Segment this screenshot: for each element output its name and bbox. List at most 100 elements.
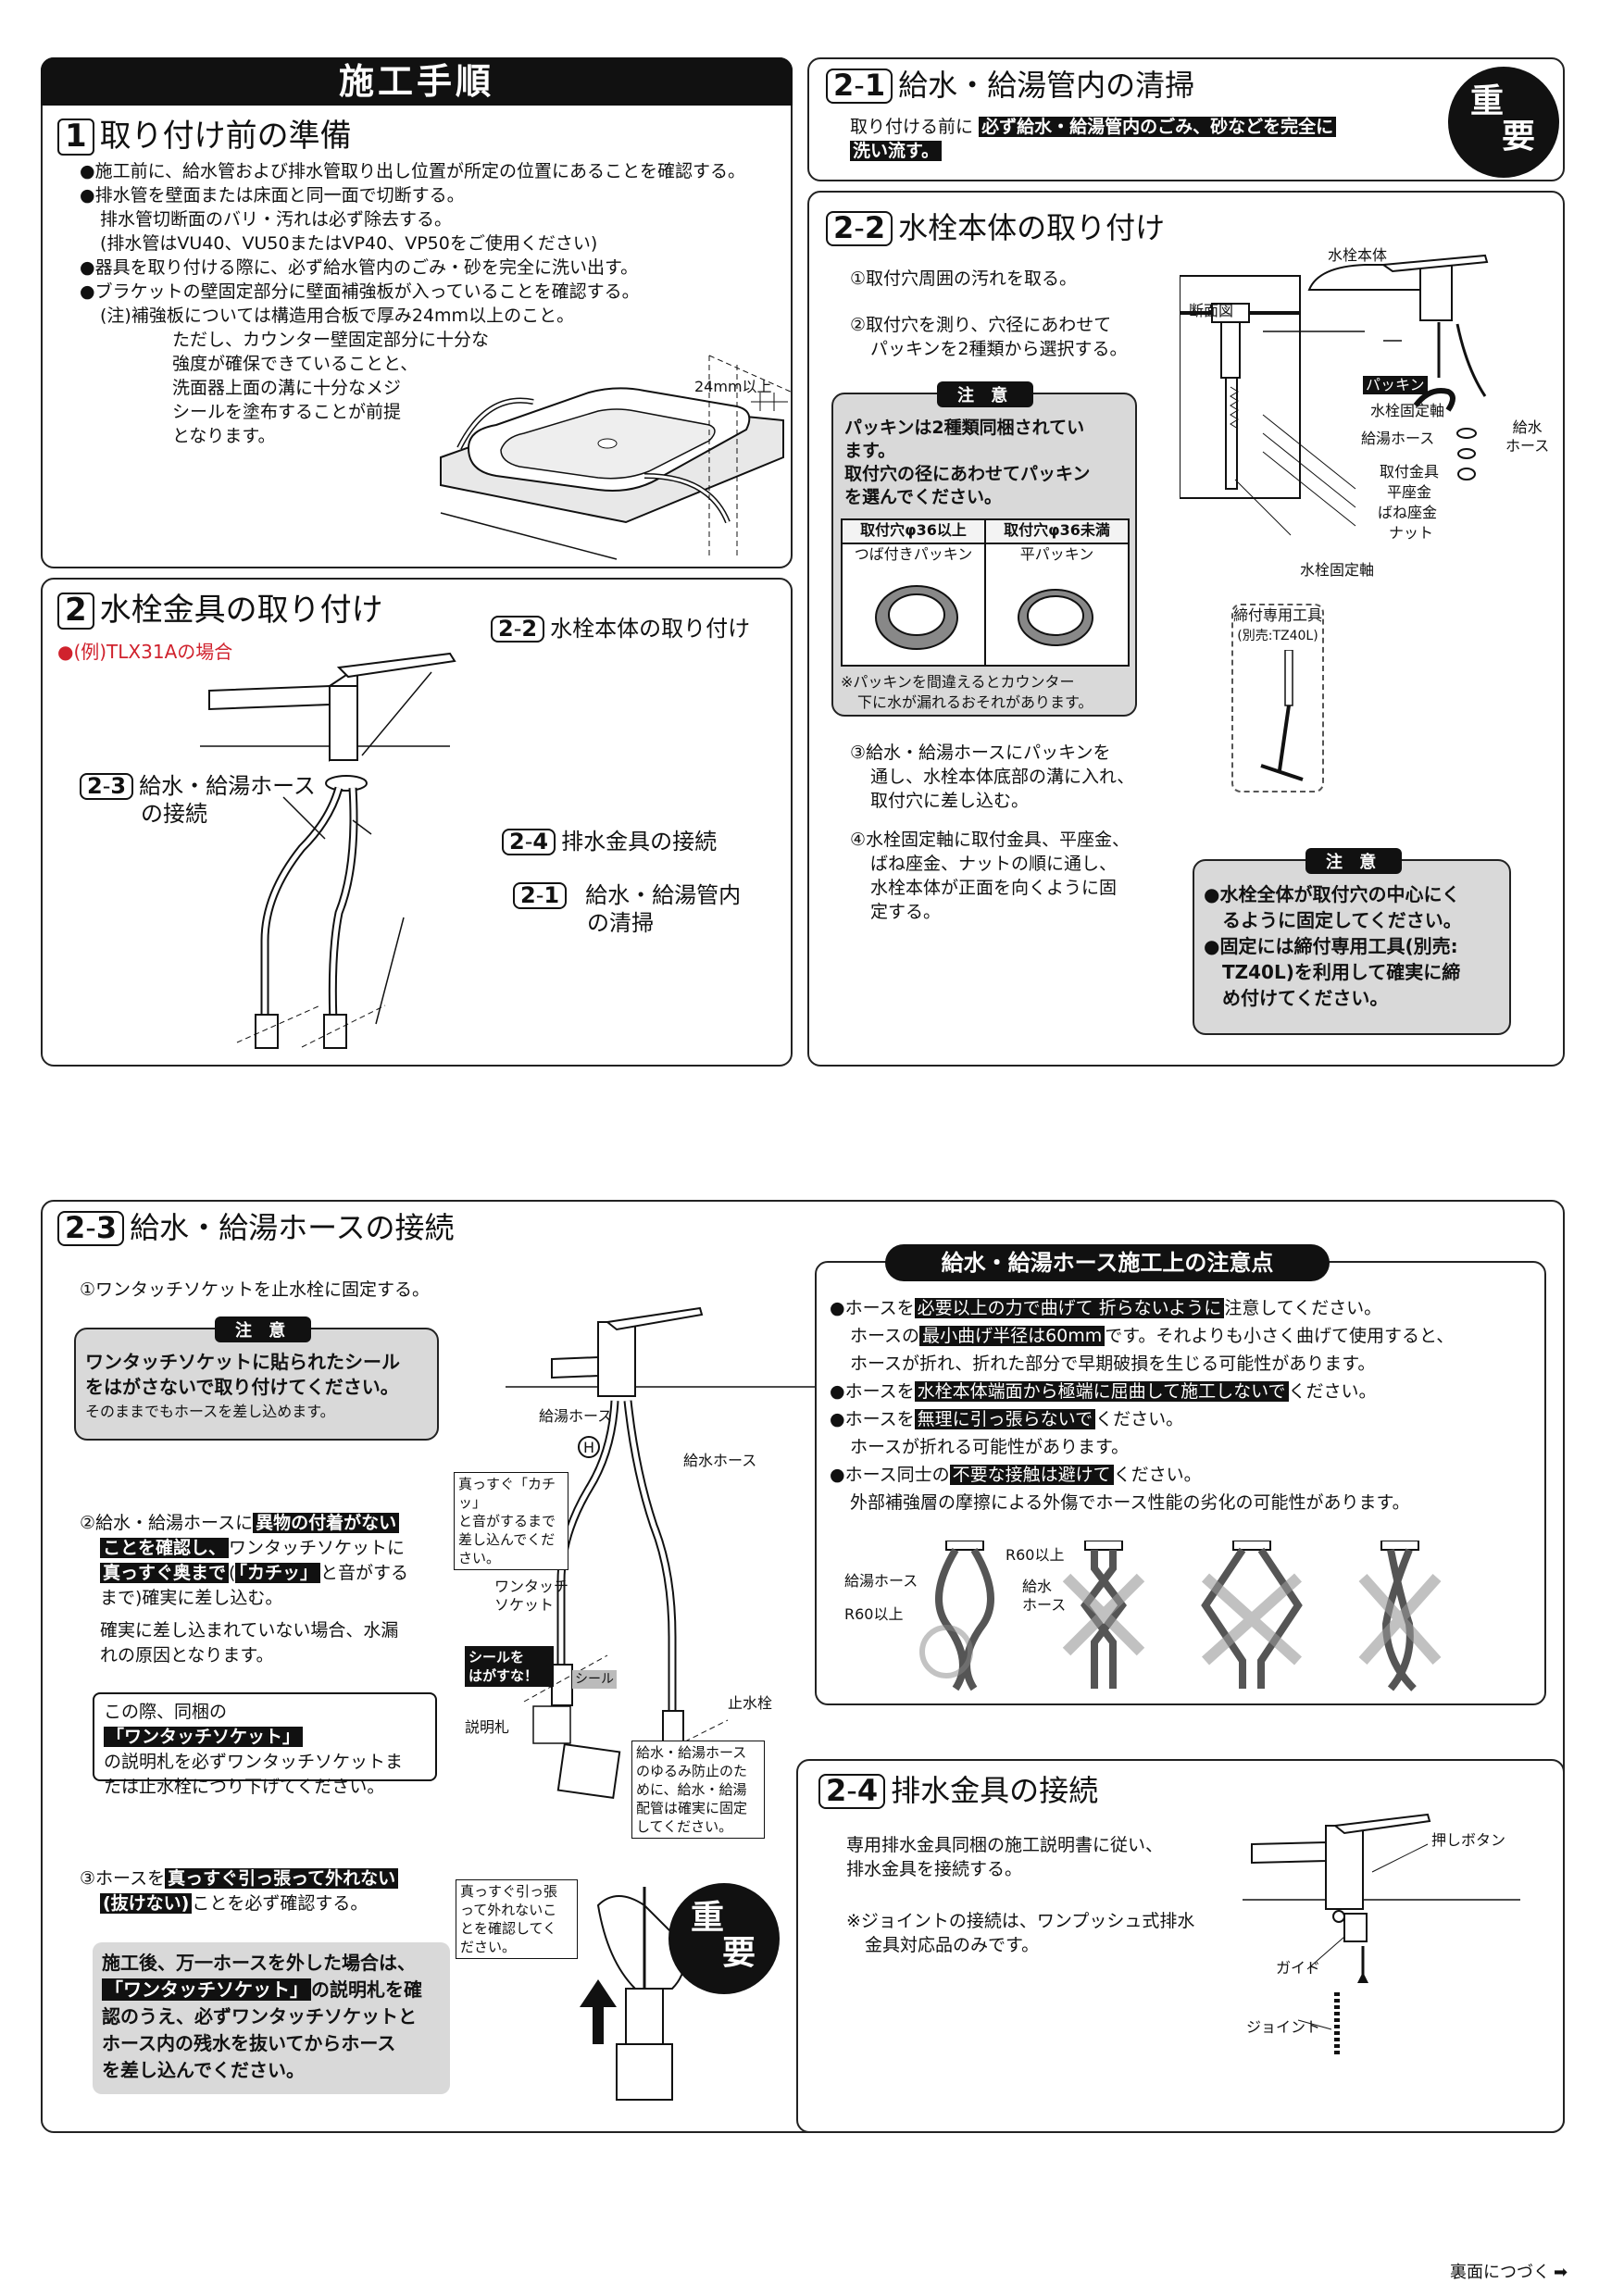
section-2-3-title: 給水・給湯ホースの接続 <box>130 1210 455 1245</box>
tool-label-1: 締付専用工具 <box>1233 606 1323 624</box>
lbl-23-hot-hose: 給湯ホース <box>539 1407 613 1425</box>
lbl-23-hot-mark: H <box>583 1439 595 1456</box>
faucet-overview-illustration <box>200 652 456 1049</box>
lbl-faucet-axis-2: 水栓固定軸 <box>1300 561 1375 579</box>
section-1-number: 1 <box>57 119 94 156</box>
lbl-bracket: 取付金具 <box>1380 463 1440 480</box>
ref-2-4-text: 排水金具の接続 <box>561 829 718 855</box>
s24-text: 専用排水金具同梱の施工説明書に従い、 排水金具を接続する。 <box>846 1835 1164 1879</box>
s1-bullet-11: となります。 <box>172 426 276 446</box>
bend-ng-illustration-3 <box>1358 1541 1442 1691</box>
lbl-packing: パッキン <box>1363 376 1428 394</box>
s1-bullet-9: 洗面器上面の溝に十分なメジ <box>172 378 402 398</box>
notes-lbl-r60-1: R60以上 <box>1006 1546 1065 1564</box>
s23-step-2: ②給水・給湯ホースに異物の付着がない ことを確認し、ワンタッチソケットに 真っす… <box>80 1513 408 1666</box>
flat-packing-icon <box>1018 589 1093 646</box>
notes-lbl-r60-2: R60以上 <box>844 1605 904 1623</box>
s23-grey-warning: 施工後、万一ホースを外した場合は、 「ワンタッチソケット」の説明札を確 認のうえ… <box>93 1942 450 2094</box>
packing-table: 取付穴φ36以上 取付穴φ36未満 つば付きパッキン 平パッキン <box>841 518 1130 667</box>
cross-section-illustration <box>1180 254 1489 536</box>
packing-table-header-2: 取付穴φ36未満 <box>986 520 1128 544</box>
s1-bullet-10: シールを塗布することが前提 <box>172 402 402 422</box>
s1-dim-label: 24mm以上 <box>694 378 772 395</box>
lbl-faucet-body: 水栓本体 <box>1328 246 1388 264</box>
lbl-flat-washer: 平座金 <box>1387 483 1432 501</box>
lbl-23-seal-warning: シールを はがすな！ <box>465 1646 554 1687</box>
s22-step-4: ④水栓固定軸に取付金具、平座金、 ばね座金、ナットの順に通し、 水栓本体が正面を… <box>850 830 1131 922</box>
packing-table-note: ※パッキンを間違えるとカウンター 下に水が漏れるおそれがあります。 <box>841 673 1093 711</box>
lbl-23-click-box: 真っすぐ「カチッ」 と音がするまで 差し込んでくだ さい。 <box>454 1472 568 1570</box>
drain-fitting-illustration <box>1243 1813 1520 2057</box>
s21-highlight-1: 必ず給水・給湯管内のごみ、砂などを完全に <box>979 117 1337 137</box>
section-2-4-title: 排水金具の接続 <box>891 1773 1099 1808</box>
header-title: 施工手順 <box>338 61 494 102</box>
lbl-hot-hose: 給湯ホース <box>1361 430 1435 447</box>
hose-notes-panel: 給水・給湯ホース施工上の注意点 ●ホースを必要以上の力で曲げて 折らないように注… <box>815 1244 1546 1705</box>
flange-packing-icon <box>875 585 958 650</box>
lbl-23-pull-box: 真っすぐ引っ張 って外れないこ とを確認してく ださい。 <box>456 1879 578 1959</box>
s1-bullet-2: 排水管切断面のバリ・汚れは必ず除去する。 <box>100 209 453 230</box>
ref-2-3-text2: の接続 <box>141 801 207 828</box>
s1-bullet-6: (注)補強板については構造用合板で厚み24mm以上のこと。 <box>100 306 575 326</box>
basin-illustration <box>440 355 793 560</box>
lbl-23-seal: シール <box>572 1670 617 1689</box>
hose-bend-illustrations <box>919 1541 1442 1691</box>
s23-caution-box: 注 意 ワンタッチソケットに貼られたシール をはがさないで取り付けてください。 … <box>74 1316 439 1441</box>
ref-2-2-text: 水栓本体の取り付け <box>550 616 751 642</box>
s23-caution-note: そのままでもホースを差し込めます。 <box>85 1403 335 1420</box>
ref-2-1-text1: 給水・給湯管内 <box>585 882 742 908</box>
lbl-23-slack-box: 給水・給湯ホース のゆるみ防止のた めに、給水・給湯 配管は確実に固定 してくだ… <box>631 1741 765 1839</box>
s22-step-2: ②取付穴を測り、穴径にあわせて パッキンを2種類から選択する。 <box>850 315 1128 359</box>
s22-step-1: ①取付穴周囲の汚れを取る。 <box>850 268 1078 289</box>
tool-icon <box>1260 650 1304 781</box>
lbl-spring-washer: ばね座金 <box>1378 504 1438 521</box>
hose-notes-text: ●ホースを必要以上の力で曲げて 折らないように注意してください。 ホースの最小曲… <box>830 1298 1455 1513</box>
lbl-faucet-axis: 水栓固定軸 <box>1370 402 1445 419</box>
s23-important-badge: 重 要 <box>668 1883 780 1994</box>
hose-notes-title: 給水・給湯ホース施工上の注意点 <box>885 1244 1330 1281</box>
section-2-1-text: 取り付ける前に 必ず給水・給湯管内のごみ、砂などを完全に 洗い流す。 <box>850 115 1424 163</box>
s21-important-badge: 重 要 <box>1448 67 1559 178</box>
lbl-push-button: 押しボタン <box>1431 1831 1506 1849</box>
s23-step-3: ③ホースを真っすぐ引っ張って外れない (抜けない)ことを必ず確認する。 <box>80 1866 506 1916</box>
s1-bullet-4: ●器具を取り付ける際に、必ず給水管内のごみ・砂を完全に洗い出す。 <box>80 257 639 278</box>
arrow-right-icon: ➡ <box>1554 2263 1568 2282</box>
notes-lbl-cold: 給水 ホース <box>1022 1578 1067 1614</box>
section-2-title: 水栓金具の取り付け <box>99 592 383 629</box>
section-1-bullets: ●施工前に、給水管および排水管取り出し位置が所定の位置にあることを確認する。 ●… <box>80 159 793 448</box>
section-2-example: ●(例)TLX31Aの場合 <box>57 641 233 663</box>
bend-ng-illustration-1 <box>1062 1541 1145 1689</box>
lbl-23-cold-hose: 給水ホース <box>683 1452 757 1469</box>
section-2-2-title: 水栓本体の取り付け <box>898 210 1166 245</box>
footer-continue: 裏面につづく➡ <box>1450 2263 1568 2282</box>
ref-2-1-text2: の清掃 <box>587 910 654 937</box>
s24-note: ※ジョイントの接続は、ワンプッシュ式排水 金具対応品のみです。 <box>846 1911 1195 1955</box>
lbl-23-socket: ワンタッチ ソケット <box>494 1578 569 1614</box>
s23-caution-text: ワンタッチソケットに貼られたシール をはがさないで取り付けてください。 <box>85 1351 400 1398</box>
bend-ok-illustration <box>919 1541 994 1691</box>
lbl-guide: ガイド <box>1276 1959 1321 1977</box>
lbl-23-stop-valve: 止水栓 <box>728 1694 773 1712</box>
s23-caution-tag: 注 意 <box>215 1316 312 1342</box>
packing-table-cell-1: つば付きパッキン <box>843 544 986 665</box>
s22-caution-text-2: ●水栓全体が取付穴の中心にく るように固定してください。 ●固定には締付専用工具… <box>1204 883 1462 1009</box>
section-2-1-title: 給水・給湯管内の清掃 <box>898 68 1195 103</box>
lbl-joint: ジョイント <box>1246 2018 1321 2036</box>
ref-2-3-text1: 給水・給湯ホース <box>139 773 316 799</box>
s23-step-1: ①ワンタッチソケットを止水栓に固定する。 <box>80 1279 431 1300</box>
s22-caution-text: パッキンは2種類同梱されてい ます。 取付穴の径にあわせてパッキン を選んでくだ… <box>844 418 1091 507</box>
section-1-title: 取り付け前の準備 <box>99 118 352 155</box>
s1-bullet-8: 強度が確保できていることと、 <box>172 354 418 374</box>
packing-table-cell-2: 平パッキン <box>1019 545 1094 563</box>
tool-illustration: 締付専用工具 (別売:TZ40L) <box>1231 604 1324 792</box>
packing-table-header-1: 取付穴φ36以上 <box>843 520 986 544</box>
